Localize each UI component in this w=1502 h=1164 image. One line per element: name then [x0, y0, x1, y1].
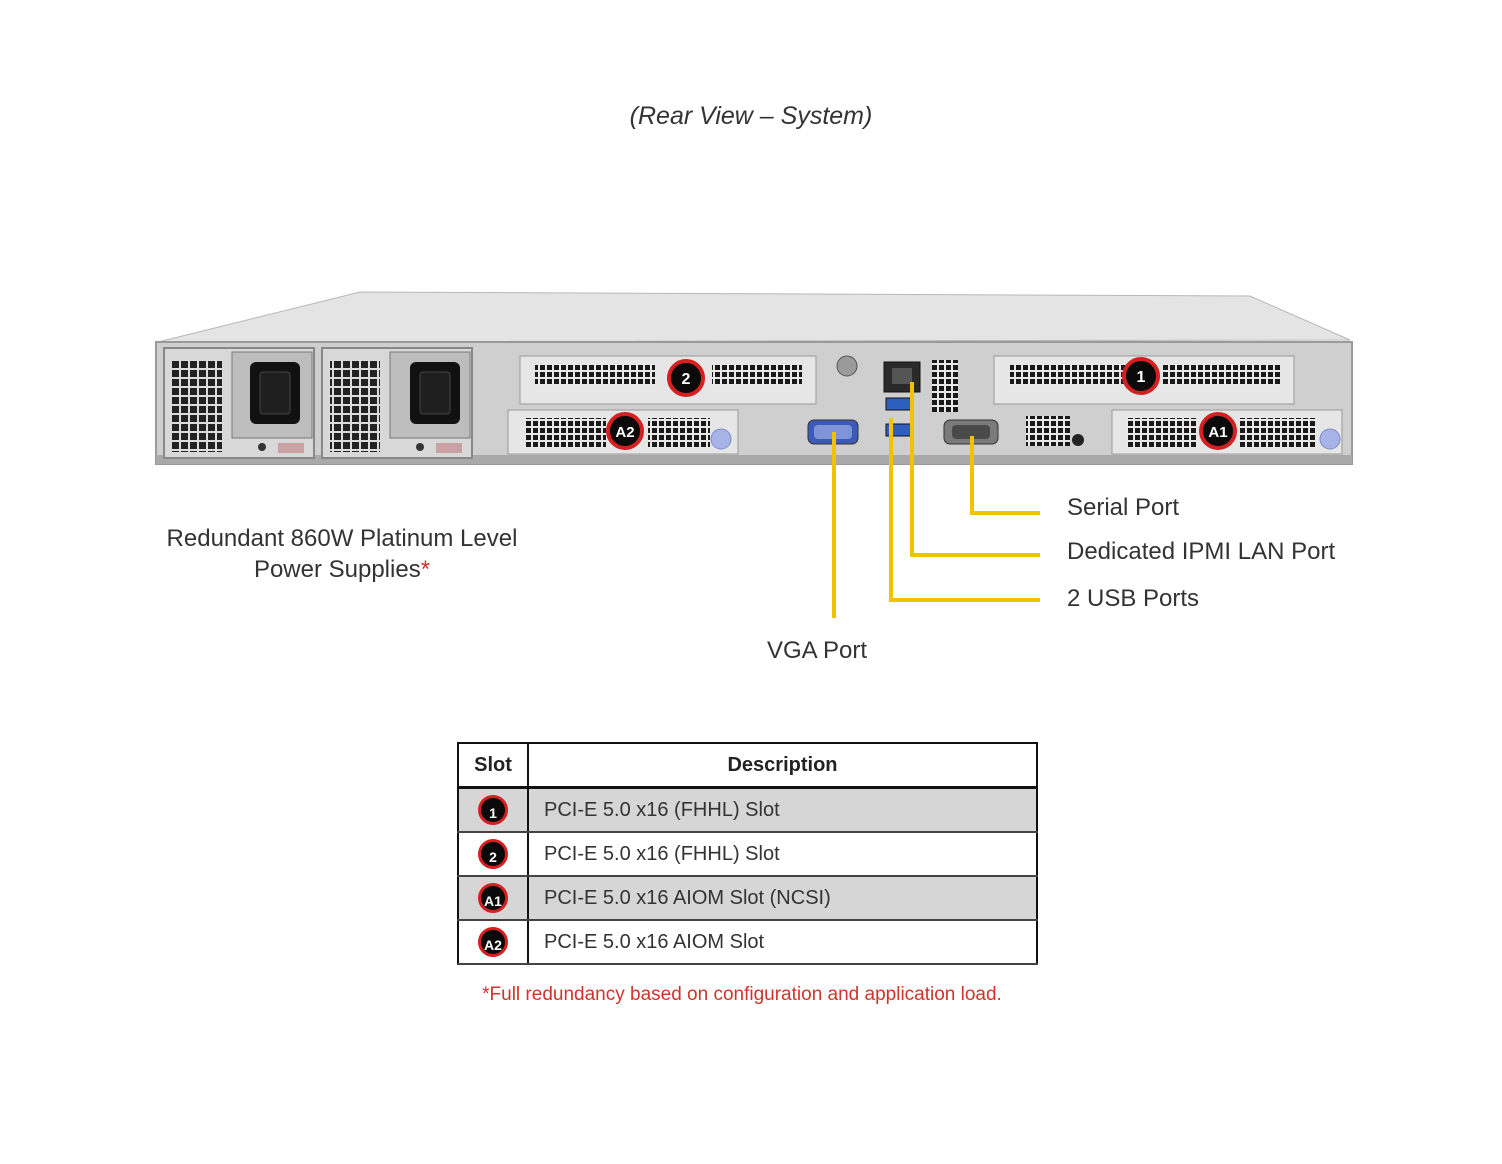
callout-lines — [832, 382, 1040, 618]
slot-description: PCI-E 5.0 x16 (FHHL) Slot — [527, 787, 1038, 833]
thumbscrew-left-icon — [710, 428, 732, 450]
slot-description: PCI-E 5.0 x16 AIOM Slot (NCSI) — [527, 876, 1038, 921]
psu-label: Redundant 860W Platinum Level Power Supp… — [142, 523, 542, 585]
power-supply-1 — [163, 347, 315, 459]
psu-label-line2: Power Supplies — [253, 556, 421, 583]
footnote: *Full redundancy based on configuration … — [482, 984, 1002, 1005]
psu-label-line2-wrap: Power Supplies* — [142, 554, 542, 585]
usb-ports-label: 2 USB Ports — [1067, 585, 1200, 612]
slot-badge: 1 — [478, 795, 508, 825]
callout-line-ipmi — [910, 382, 1040, 557]
chassis-top — [157, 291, 1351, 343]
badge-slot-a1: A1 — [1199, 412, 1237, 450]
table-row: A2 PCI-E 5.0 x16 AIOM Slot — [457, 920, 1038, 965]
slot-badge: A2 — [478, 927, 508, 957]
table-row: 1 PCI-E 5.0 x16 (FHHL) Slot — [457, 787, 1038, 833]
vga-port-label: VGA Port — [767, 637, 868, 664]
slot-column-header: Slot — [457, 743, 529, 789]
badge-slot-2: 2 — [667, 359, 705, 397]
slot-description: PCI-E 5.0 x16 AIOM Slot — [527, 920, 1038, 965]
screw-icon — [836, 355, 858, 377]
psu-label-line1: Redundant 860W Platinum Level — [166, 525, 518, 552]
power-supply-2 — [321, 347, 473, 459]
slot-table: Slot Description 1 PCI-E 5.0 x16 (FHHL) … — [457, 742, 1038, 965]
badge-slot-a2: A2 — [606, 412, 644, 450]
psu-asterisk: * — [420, 556, 431, 583]
slot-table-header-row: Slot Description — [457, 743, 1038, 789]
description-column-header: Description — [527, 743, 1038, 789]
callout-line-serial — [970, 436, 1040, 515]
slot-badge: 2 — [478, 839, 508, 869]
ipmi-port-label: Dedicated IPMI LAN Port — [1067, 538, 1336, 565]
slot-badge: A1 — [478, 883, 508, 913]
callout-line-usb — [889, 418, 1040, 602]
thumbscrew-right-icon — [1319, 428, 1341, 450]
serial-port-label: Serial Port — [1067, 494, 1180, 521]
table-row: 2 PCI-E 5.0 x16 (FHHL) Slot — [457, 832, 1038, 877]
table-row: A1 PCI-E 5.0 x16 AIOM Slot (NCSI) — [457, 876, 1038, 921]
badge-slot-1: 1 — [1122, 357, 1160, 395]
usb-port-1-icon — [885, 397, 913, 411]
slot-description: PCI-E 5.0 x16 (FHHL) Slot — [527, 832, 1038, 877]
badge-slot-a2-label: A2 — [615, 424, 634, 441]
badge-slot-2-label: 2 — [682, 371, 691, 388]
badge-slot-a1-label: A1 — [1208, 424, 1227, 441]
badge-slot-1-label: 1 — [1137, 369, 1146, 386]
diagram-title: (Rear View – System) — [629, 102, 873, 130]
server-rear-illustration: 2 A2 1 A1 — [155, 291, 1353, 618]
